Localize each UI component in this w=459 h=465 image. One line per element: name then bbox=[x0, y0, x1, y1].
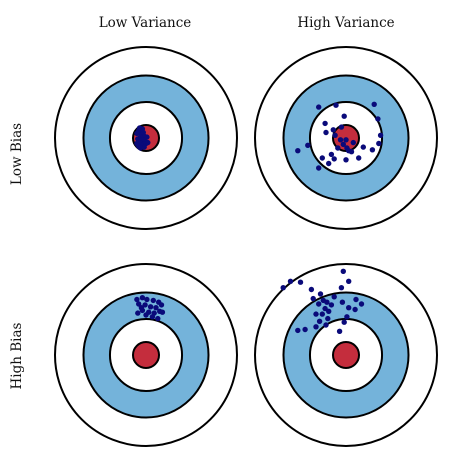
shot-point bbox=[369, 147, 376, 153]
shot-point bbox=[308, 286, 315, 293]
shot-point bbox=[325, 315, 331, 322]
shot-point bbox=[302, 326, 308, 333]
shot-point bbox=[333, 102, 339, 108]
target-low-bias-low-variance bbox=[54, 46, 238, 230]
shot-point bbox=[316, 318, 323, 324]
shot-point bbox=[144, 296, 150, 303]
shot-point bbox=[330, 127, 336, 133]
shot-point bbox=[322, 120, 328, 127]
shot-point bbox=[155, 315, 161, 322]
shot-point bbox=[350, 139, 356, 146]
shot-point bbox=[328, 302, 335, 308]
shot-point bbox=[153, 305, 159, 311]
shot-point bbox=[343, 137, 349, 143]
shot-point bbox=[328, 151, 335, 158]
shot-point bbox=[323, 322, 329, 328]
shot-point bbox=[338, 285, 345, 291]
shot-point bbox=[134, 140, 140, 147]
shot-point bbox=[142, 302, 148, 308]
shot-point bbox=[145, 139, 151, 146]
target-high-bias-low-variance bbox=[54, 263, 238, 447]
shot-point bbox=[136, 125, 143, 131]
shot-point bbox=[159, 309, 166, 315]
shot-point bbox=[149, 314, 156, 320]
shot-point bbox=[319, 155, 325, 161]
shot-point bbox=[358, 301, 365, 307]
shot-point bbox=[353, 296, 359, 303]
shot-point bbox=[335, 145, 341, 151]
shot-point bbox=[134, 130, 140, 137]
shot-point bbox=[139, 295, 146, 301]
target-low-bias-high-variance bbox=[254, 46, 438, 230]
shot-point bbox=[339, 299, 346, 305]
shot-point bbox=[326, 308, 332, 314]
shot-point bbox=[147, 304, 154, 310]
shot-point bbox=[144, 134, 150, 140]
shot-point bbox=[331, 156, 337, 162]
column-title-high-variance: High Variance bbox=[297, 15, 394, 31]
shot-point bbox=[341, 319, 347, 325]
shot-point bbox=[340, 268, 346, 274]
shot-point bbox=[295, 148, 301, 154]
shot-point bbox=[316, 165, 322, 171]
shot-point bbox=[310, 295, 316, 302]
shot-point bbox=[158, 302, 165, 308]
shot-point bbox=[344, 314, 350, 320]
shot-point bbox=[376, 140, 382, 147]
shot-point bbox=[323, 129, 329, 136]
row-title-high-bias: High Bias bbox=[9, 322, 25, 389]
shot-point bbox=[295, 327, 301, 334]
shot-point bbox=[136, 301, 142, 307]
shot-point bbox=[375, 116, 381, 122]
bullseye bbox=[131, 340, 161, 370]
shot-point bbox=[135, 136, 141, 142]
shot-point bbox=[337, 137, 344, 143]
row-title-low-bias: Low Bias bbox=[9, 123, 25, 185]
shot-point bbox=[340, 141, 346, 148]
shot-point bbox=[317, 291, 324, 297]
shot-point bbox=[324, 299, 330, 305]
shot-point bbox=[332, 132, 338, 138]
bullseye bbox=[331, 340, 361, 370]
shot-point bbox=[316, 301, 322, 307]
shot-point bbox=[338, 124, 345, 130]
shot-point bbox=[305, 142, 311, 148]
shot-point bbox=[343, 157, 349, 163]
shot-point bbox=[331, 294, 337, 300]
shot-point bbox=[280, 285, 286, 291]
target-high-bias-high-variance bbox=[254, 263, 438, 447]
shot-point bbox=[326, 160, 332, 167]
column-title-low-variance: Low Variance bbox=[99, 15, 192, 31]
targets-grid bbox=[54, 46, 438, 447]
shot-point bbox=[287, 278, 294, 284]
shot-point bbox=[360, 144, 366, 150]
shot-point bbox=[313, 311, 319, 317]
shot-point bbox=[377, 132, 384, 138]
shot-point bbox=[346, 278, 352, 284]
shot-point bbox=[341, 113, 347, 119]
shot-point bbox=[336, 328, 343, 334]
shot-point bbox=[135, 310, 141, 316]
shot-point bbox=[356, 155, 362, 161]
shot-point bbox=[316, 104, 322, 110]
shot-point bbox=[371, 101, 377, 108]
shot-point bbox=[143, 312, 149, 318]
shot-point bbox=[138, 305, 145, 311]
shot-point bbox=[297, 279, 304, 285]
shot-point bbox=[134, 296, 140, 303]
shot-point bbox=[319, 311, 325, 317]
shot-point bbox=[346, 305, 352, 311]
shot-point bbox=[348, 149, 355, 155]
shot-point bbox=[313, 324, 319, 330]
shot-point bbox=[352, 306, 358, 313]
shot-point bbox=[150, 297, 156, 304]
shot-point bbox=[137, 145, 144, 151]
